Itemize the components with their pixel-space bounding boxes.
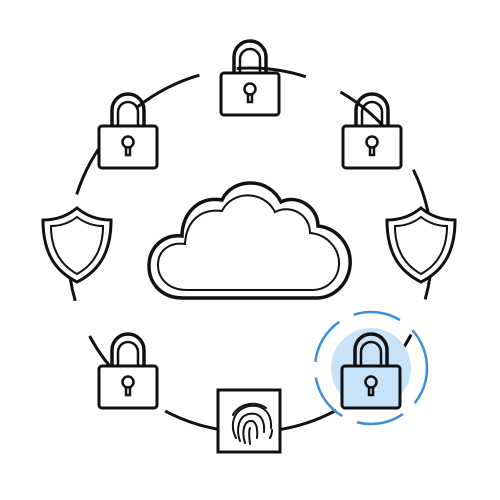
cloud-icon	[147, 181, 352, 300]
shield-icon	[385, 206, 457, 284]
padlock-icon	[219, 39, 281, 117]
padlock-icon	[97, 92, 159, 170]
fingerprint-icon	[216, 388, 282, 454]
shield-icon	[41, 206, 113, 284]
padlock-icon	[97, 332, 159, 410]
padlock-icon	[341, 92, 403, 170]
highlighted-padlock-icon	[313, 310, 429, 426]
